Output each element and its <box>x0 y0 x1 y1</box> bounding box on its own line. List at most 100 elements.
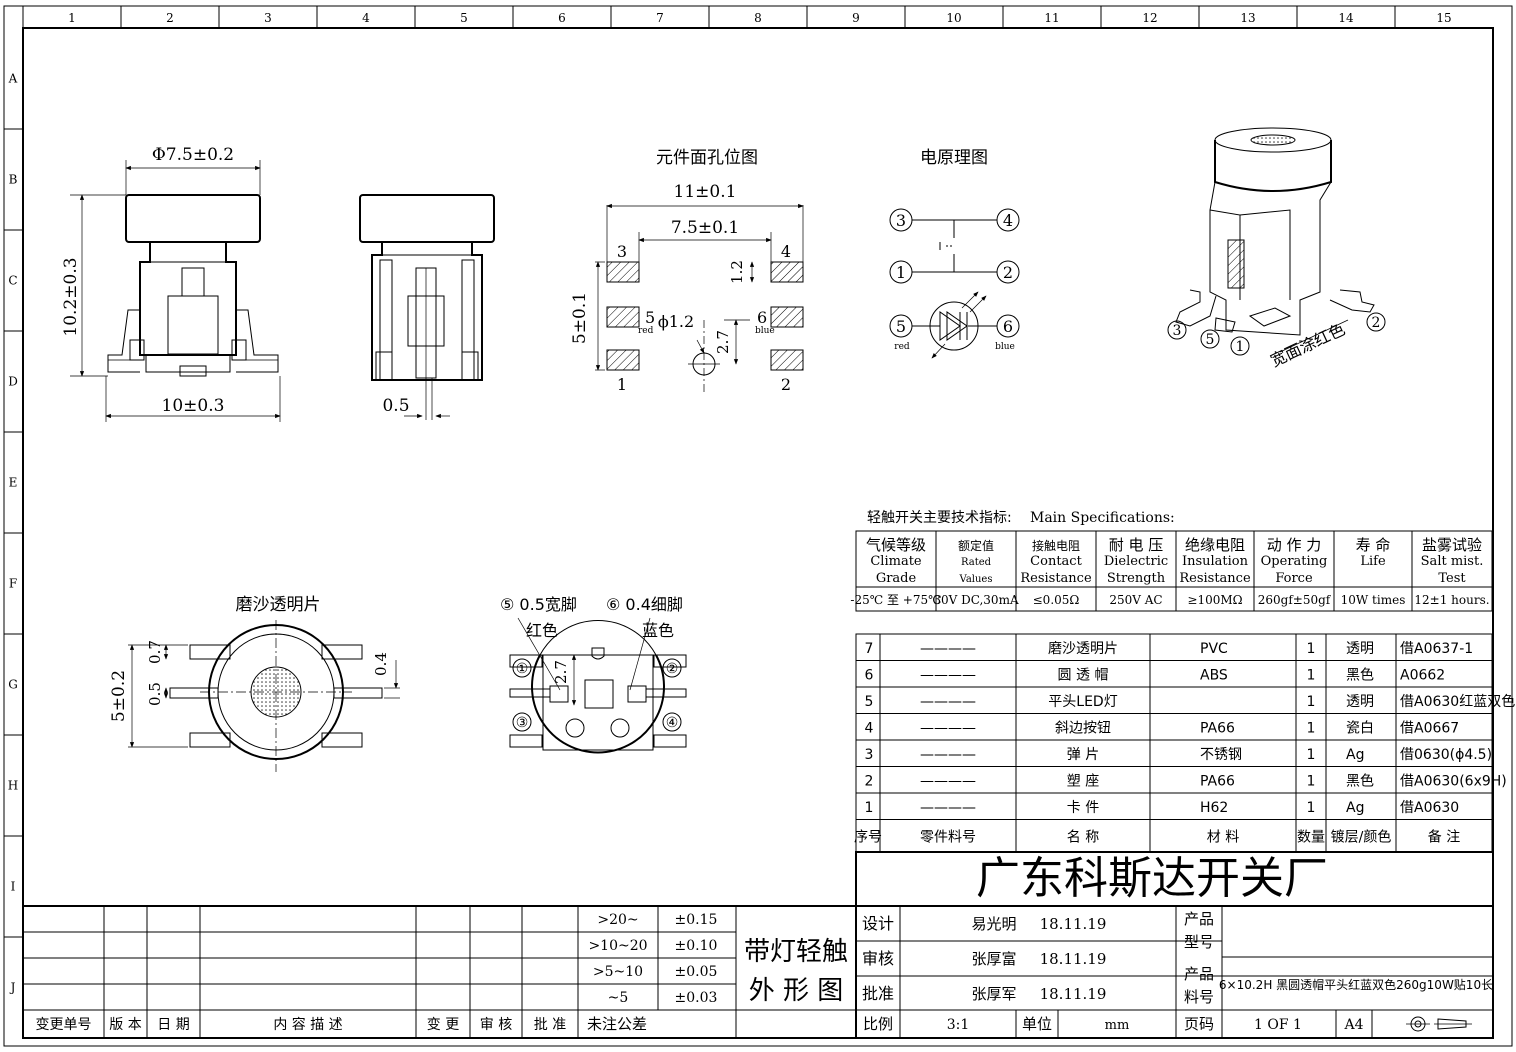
bottom-label-wide: ⑤ 0.5宽脚 <box>500 595 577 614</box>
bom-cell-part: ———— <box>920 721 976 737</box>
spec-value: ≥100MΩ <box>1187 593 1242 607</box>
spec-header-en: Rated <box>961 557 992 568</box>
bom-cell-note: 借A0630红蓝双色 <box>1400 693 1515 710</box>
revision-header: 变更单号 <box>36 1017 92 1033</box>
hole-dim-pad: 1.2 <box>728 260 746 284</box>
bom-cell-color: 黑色 <box>1346 773 1374 790</box>
design-name: 易光明 <box>971 915 1016 933</box>
col-number: 8 <box>754 11 762 25</box>
side-pin-label: 0.5 <box>382 396 409 416</box>
hole-pin-5: 5 <box>645 308 655 327</box>
pad-1 <box>606 349 640 371</box>
model-label: 产品 <box>1184 910 1214 928</box>
spec-header-en2: Resistance <box>1020 571 1092 586</box>
size-value: A4 <box>1343 1017 1363 1033</box>
spec-header-cn: 气候等级 <box>866 536 926 554</box>
hole-pin-4: 4 <box>781 242 791 261</box>
drawing-title-1: 带灯轻触 <box>744 937 848 967</box>
hole-pin-3: 3 <box>617 242 627 261</box>
bom-cell-color: Ag <box>1346 747 1364 763</box>
spec-header-en: Operating <box>1261 554 1328 569</box>
bottom-pin-2: ② <box>666 661 679 677</box>
bom-cell-no: 4 <box>865 721 874 737</box>
pad-4 <box>770 261 804 283</box>
partno-value: 6×10.2H 黑圆透帽平头红蓝双色260g10W贴10长 <box>1219 977 1493 992</box>
design-date: 18.11.19 <box>1040 915 1107 933</box>
col-number: 7 <box>656 11 664 25</box>
hole-dim-gap: 2.7 <box>714 330 732 354</box>
bom-cell-note: A0662 <box>1400 668 1445 684</box>
bom-cell-color: 透明 <box>1346 694 1374 710</box>
front-height-label: 10.2±0.3 <box>61 257 81 336</box>
bom-cell-no: 7 <box>865 641 874 657</box>
top-view-title: 磨沙透明片 <box>236 595 321 615</box>
bom-cell-note: 借0630(ϕ4.5) <box>1400 747 1492 763</box>
spec-value: 10W times <box>1341 593 1406 607</box>
spec-header-en2: Grade <box>876 571 917 586</box>
row-letter: J <box>9 981 16 995</box>
spec-header-en: Climate <box>870 554 922 569</box>
schem-pin-5: 5 <box>896 317 906 336</box>
bom-cell-no: 5 <box>865 694 874 710</box>
hole-dim-inner: 7.5±0.1 <box>671 218 739 238</box>
spec-header-cn: 盐雾试验 <box>1422 536 1482 554</box>
front-view: Φ7.5±0.2 10.2±0.3 10±0.3 <box>61 145 281 422</box>
bom-cell-qty: 1 <box>1307 694 1316 710</box>
col-number: 9 <box>852 11 860 25</box>
spec-header-en: Life <box>1360 554 1386 569</box>
col-number: 10 <box>946 11 961 25</box>
spec-value: 12±1 hours. <box>1414 593 1489 607</box>
hole-label-red: red <box>638 326 654 336</box>
bottom-pin-3: ③ <box>516 715 529 731</box>
spec-header-en: Insulation <box>1182 554 1249 569</box>
row-letter: E <box>9 476 18 490</box>
bom-header-mat: 材 料 <box>1207 830 1239 846</box>
isometric-view: 3 5 1 2 宽面涂红色 <box>1167 127 1386 371</box>
tolerance-value: ±0.10 <box>675 938 718 954</box>
spec-header-cn: 耐 电 压 <box>1109 536 1164 554</box>
bom-cell-name: 圆 透 帽 <box>1058 668 1109 684</box>
spec-table: 轻触开关主要技术指标: Main Specifications: 气候等级Cli… <box>850 510 1493 612</box>
spec-header-en: Dielectric <box>1104 554 1168 569</box>
hole-pin-1: 1 <box>617 375 627 394</box>
spec-header-en2: Resistance <box>1179 571 1251 586</box>
revision-header: 版 本 <box>109 1017 141 1033</box>
bottom-view: ⑤ 0.5宽脚 ⑥ 0.4细脚 红色 蓝色 ① ② ③ ④ 2.7 <box>500 595 687 754</box>
schem-pin-1: 1 <box>896 263 906 282</box>
projection-symbol <box>1406 1016 1472 1032</box>
bom-cell-no: 1 <box>865 800 874 816</box>
bom-cell-mat: PVC <box>1200 641 1228 657</box>
bom-cell-color: 透明 <box>1346 641 1374 657</box>
revision-table: 变更单号版 本日 期内 容 描 述变 更审 核批 准 >20~±0.15>10~… <box>22 905 857 1039</box>
check-name: 张厚富 <box>971 950 1016 968</box>
bom-cell-part: ———— <box>920 641 976 657</box>
revision-header: 日 期 <box>157 1017 189 1033</box>
tolerance-value: ±0.05 <box>675 964 718 980</box>
bom-cell-part: ———— <box>920 747 976 763</box>
bom-cell-name: 斜边按钮 <box>1055 721 1111 737</box>
col-number: 2 <box>166 11 174 25</box>
bom-header-part: 零件料号 <box>920 830 976 846</box>
hole-pin-2: 2 <box>781 375 791 394</box>
spec-title-cn: 轻触开关主要技术指标: <box>867 510 1012 526</box>
bom-cell-no: 3 <box>865 747 874 763</box>
spec-value: 250V AC <box>1109 593 1162 607</box>
bom-cell-no: 2 <box>865 774 874 790</box>
bom-cell-color: 黑色 <box>1346 667 1374 684</box>
col-number: 14 <box>1338 11 1354 25</box>
bom-cell-mat: 不锈钢 <box>1200 747 1242 763</box>
company-name: 广东科斯达开关厂 <box>976 853 1328 904</box>
approve-label: 批准 <box>862 984 894 1003</box>
pad-5 <box>606 306 640 328</box>
bom-cell-name: 卡 件 <box>1067 800 1099 816</box>
spec-header-en2: Force <box>1275 571 1313 586</box>
bom-header-no: 序号 <box>854 830 882 846</box>
spec-header-cn: 绝缘电阻 <box>1185 536 1245 554</box>
bom-cell-color: Ag <box>1346 800 1364 816</box>
approve-name: 张厚军 <box>971 985 1016 1003</box>
top-dim-b: 0.5 <box>146 682 164 706</box>
revision-header: 审 核 <box>480 1017 512 1033</box>
tolerance-range: >5~10 <box>593 964 643 980</box>
